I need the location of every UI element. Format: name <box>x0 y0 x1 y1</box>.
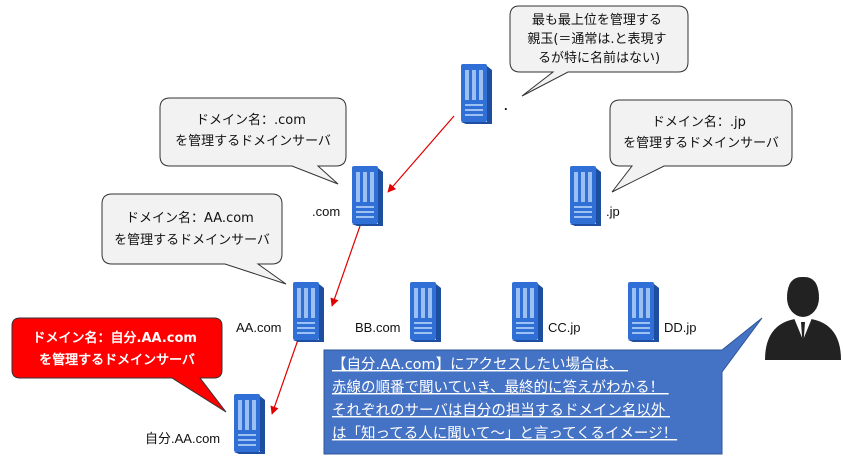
bubble-jibun-line-2: を管理するドメインサーバ <box>39 352 195 368</box>
svg-text:ドメイン名：.jp を管理するドメインサーバ: ドメイン名：.jp を管理するドメインサーバ <box>623 114 779 151</box>
note-box: 【自分.AA.com】にアクセスしたい場合は、 赤線の順番で聞いていき、最終的に… <box>323 317 763 455</box>
server-jibun-label: 自分.AA.com <box>145 431 220 446</box>
arrow-root-to-com <box>387 115 455 193</box>
note-line-4: は「知ってる人に聞いて～」と言ってくるイメージ！ <box>332 425 677 442</box>
bubble-aa-line-2: を管理するドメインサーバ <box>114 233 270 248</box>
note-line-2: 赤線の順番で聞いていき、最終的に答えがわかる！ <box>332 379 664 396</box>
server-icon <box>293 282 324 342</box>
svg-text:【自分.AA.com】にアクセスしたい場合は、: 【自分.AA.com】にアクセスしたい場合は、 赤線の順番で聞いていき、最終的に… <box>332 356 677 442</box>
bubble-root-line-3: るが特に名前はない) <box>538 50 660 66</box>
bubble-com-line-2: を管理するドメインサーバ <box>175 134 331 149</box>
server-com-label: .com <box>312 204 340 219</box>
bubble-com: ドメイン名：.com を管理するドメインサーバ <box>159 97 347 185</box>
server-dd-label: DD.jp <box>664 320 697 335</box>
server-aa-label: AA.com <box>236 320 282 335</box>
server-root-label: . <box>504 98 508 113</box>
bubble-com-line-1: ドメイン名：.com <box>196 112 306 128</box>
arrow-com-to-aa <box>330 225 361 307</box>
bubble-root-line-1: 最も最上位を管理する <box>532 13 662 28</box>
bubble-jp: ドメイン名：.jp を管理するドメインサーバ <box>609 99 793 193</box>
svg-text:最も最上位を管理する 親玉(＝通常は.と表現す: 最も最上位を管理する 親玉(＝通常は.と表現す るが特に名前はない) <box>527 13 670 66</box>
server-root: . <box>461 64 508 124</box>
bubble-jibun-line-1: ドメイン名：自分.AA.com <box>33 330 197 346</box>
svg-text:ドメイン名：自分.AA.com を管理するドメイ: ドメイン名：自分.AA.com を管理するドメインサーバ <box>33 330 202 368</box>
server-icon <box>234 394 265 454</box>
server-cc-label: CC.jp <box>548 320 581 335</box>
server-jp-label: .jp <box>606 204 620 219</box>
server-dd: DD.jp <box>628 282 697 342</box>
query-arrows <box>270 115 455 415</box>
server-icon <box>352 166 383 226</box>
server-icon <box>628 282 659 342</box>
server-icon <box>410 282 441 342</box>
server-bb-label: BB.com <box>355 320 401 335</box>
bubble-aa: ドメイン名：AA.com を管理するドメインサーバ <box>101 193 287 285</box>
server-jibun: 自分.AA.com <box>145 394 265 454</box>
bubble-jp-line-1: ドメイン名：.jp <box>652 114 746 130</box>
bubble-jp-line-2: を管理するドメインサーバ <box>623 136 779 151</box>
server-cc: CC.jp <box>512 282 581 342</box>
server-jp: .jp <box>570 166 620 226</box>
note-line-1: 【自分.AA.com】にアクセスしたい場合は、 <box>332 356 623 373</box>
svg-text:ドメイン名：AA.com を管理するドメインサー: ドメイン名：AA.com を管理するドメインサーバ <box>114 210 270 248</box>
server-icon <box>570 166 601 226</box>
svg-text:ドメイン名：.com を管理するドメインサーバ: ドメイン名：.com を管理するドメインサーバ <box>175 112 331 149</box>
bubble-jibun: ドメイン名：自分.AA.com を管理するドメインサーバ <box>11 317 227 413</box>
server-bb: BB.com <box>355 282 441 342</box>
person-icon <box>765 276 841 360</box>
bubble-root: 最も最上位を管理する 親玉(＝通常は.と表現す るが特に名前はない) <box>509 5 689 97</box>
server-icon <box>461 64 492 124</box>
server-aa: AA.com <box>236 282 324 342</box>
server-com: .com <box>312 166 383 226</box>
arrow-aa-to-jibun <box>270 333 301 415</box>
note-line-3: それぞれのサーバは自分の担当するドメイン名以外 <box>332 402 665 419</box>
server-icon <box>512 282 543 342</box>
bubble-aa-line-1: ドメイン名：AA.com <box>126 210 254 226</box>
bubble-root-line-2: 親玉(＝通常は.と表現す <box>527 32 666 47</box>
